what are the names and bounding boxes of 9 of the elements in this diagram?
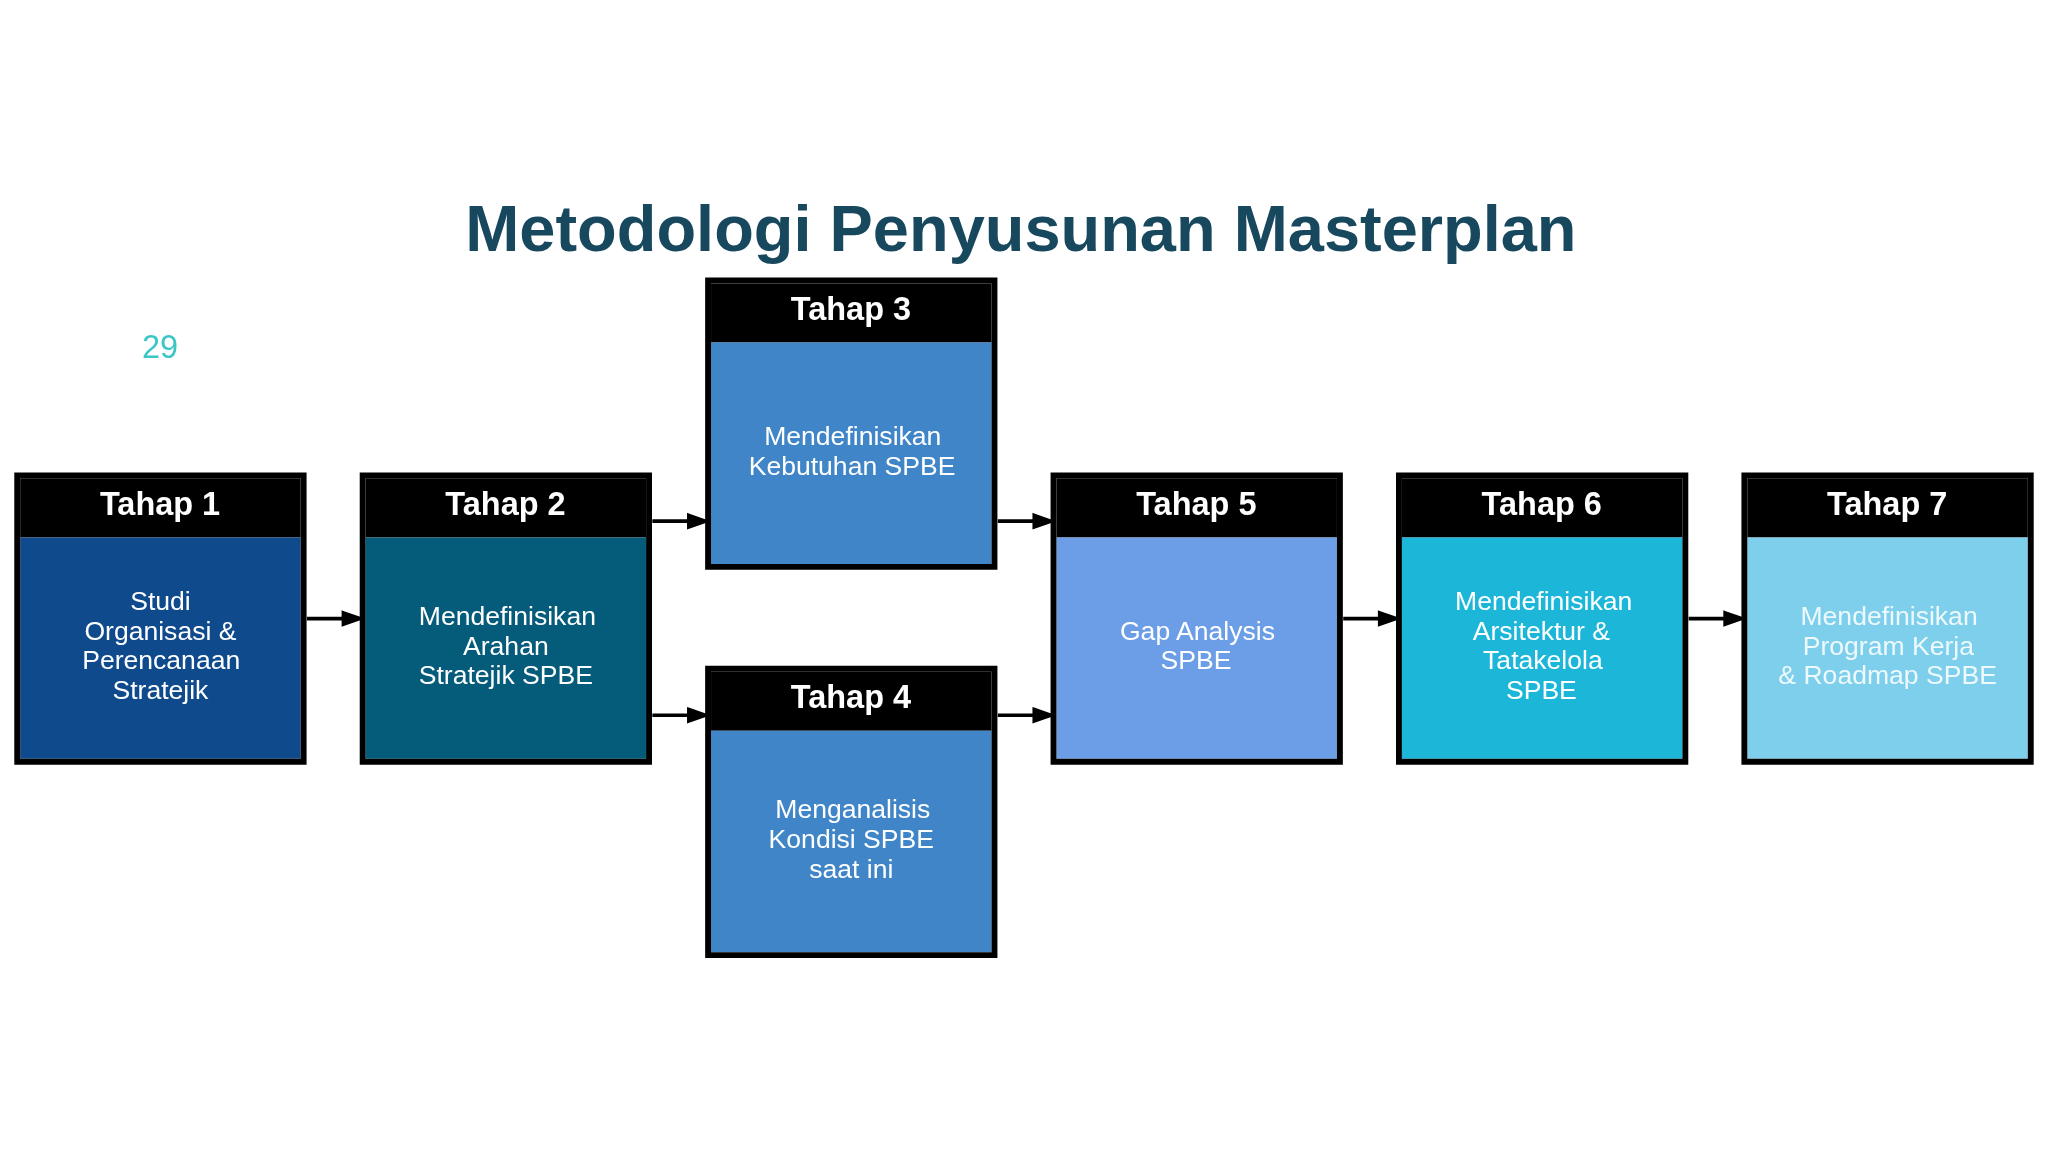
node-box: Tahap 2 Mendefinisikan Arahan Stratejik SPBE: [359, 471, 652, 765]
node-box: Tahap 5 Gap Analysis SPBE: [1050, 471, 1343, 765]
diagram-title: Metodologi Penyusunan Masterplan: [465, 191, 1577, 265]
node-box: Tahap 6 Mendefinisikan Arsitektur & Tatakelola SPBE: [1396, 471, 1689, 765]
node-box: Tahap 3 Mendefinisikan Kebutuhan SPBE: [705, 277, 998, 570]
node-box: Tahap 1 Studi Organisasi & Perencanaan Stratejik: [14, 471, 307, 765]
node-box: Tahap 7 Mendefinisikan Program Kerja & Roadmap SPBE: [1741, 471, 2034, 765]
label: 29: [141, 328, 179, 365]
node-box: Tahap 4 Menganalisis Kondisi SPBE saat ini: [705, 665, 998, 958]
